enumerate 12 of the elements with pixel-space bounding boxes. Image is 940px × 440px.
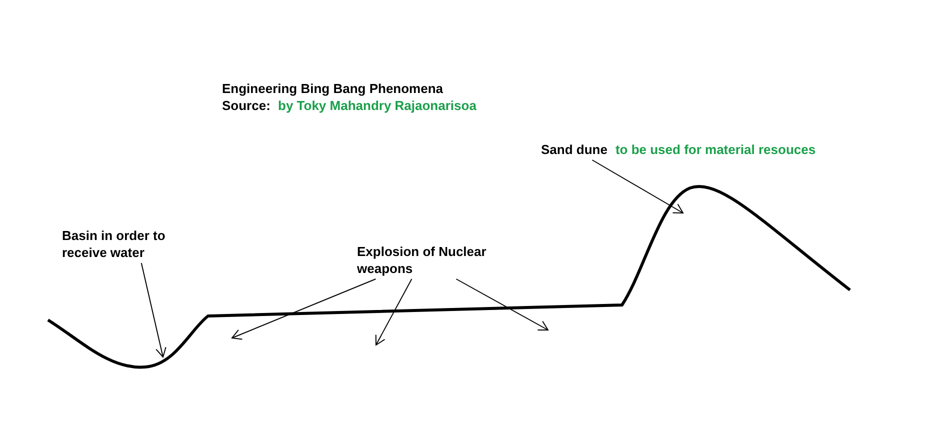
source-note: by Toky Mahandry Rajaonarisoa	[278, 97, 476, 114]
callout-text: Basin in order to receive water	[62, 227, 212, 261]
arrow	[140, 262, 166, 358]
arrow	[232, 278, 376, 340]
arrow	[592, 160, 684, 214]
note-text: to be used for material resouces	[615, 141, 816, 158]
callout-text: Explosion of Nuclear weapons	[357, 243, 487, 277]
callout-text: Sand dune	[541, 141, 608, 158]
title: Engineering Bing Bang Phenomena	[222, 80, 444, 97]
arrow	[456, 278, 548, 330]
source-note: Source:	[222, 97, 270, 114]
arrow	[375, 278, 412, 346]
